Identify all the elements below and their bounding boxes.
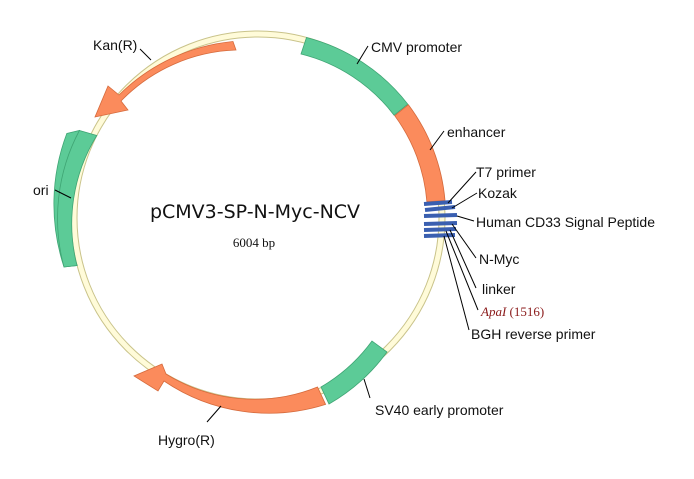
leader-ori bbox=[54, 189, 72, 199]
feature-mark-myc bbox=[423, 221, 458, 226]
plasmid-name: pCMV3-SP-N-Myc-NCV bbox=[150, 201, 360, 223]
leader-kozak bbox=[451, 192, 478, 209]
leader-hygro bbox=[206, 405, 222, 423]
feature-mark-bgh bbox=[423, 233, 456, 238]
leader-sv40 bbox=[363, 378, 371, 399]
label-ori: ori bbox=[33, 182, 49, 198]
leader-lines bbox=[54, 45, 479, 423]
feature-cluster bbox=[423, 200, 458, 238]
plasmid-size: 6004 bp bbox=[233, 235, 275, 250]
site-position: (1516) bbox=[510, 304, 545, 319]
feature-kan bbox=[94, 41, 237, 118]
label-cmv-promoter: CMV promoter bbox=[371, 39, 462, 55]
leader-enhancer bbox=[429, 130, 445, 151]
leader-sp bbox=[456, 215, 475, 222]
label-linker: linker bbox=[482, 281, 516, 297]
feature-hygro bbox=[133, 363, 327, 414]
label-hygro: Hygro(R) bbox=[158, 432, 215, 448]
feature-mark-kozak bbox=[424, 205, 456, 212]
feature-mark-sp bbox=[423, 213, 458, 218]
feature-mark-t7 bbox=[423, 200, 453, 206]
label-signal-peptide: Human CD33 Signal Peptide bbox=[476, 214, 655, 230]
site-name: ApaI bbox=[480, 304, 507, 319]
feature-cmv-promoter bbox=[300, 37, 409, 116]
feature-sv40-promoter bbox=[320, 340, 388, 405]
feature-mark-linker bbox=[423, 227, 457, 232]
label-n-myc: N-Myc bbox=[479, 251, 519, 267]
label-apai-site: ApaI (1516) bbox=[480, 304, 544, 319]
leader-t7 bbox=[447, 171, 477, 204]
feature-ori-inner bbox=[57, 130, 98, 268]
label-kozak: Kozak bbox=[478, 185, 518, 201]
leader-myc bbox=[451, 223, 477, 259]
label-sv40-promoter: SV40 early promoter bbox=[375, 402, 504, 418]
leader-apai bbox=[445, 230, 479, 311]
label-bgh-reverse-primer: BGH reverse primer bbox=[471, 326, 596, 342]
label-enhancer: enhancer bbox=[447, 124, 506, 140]
label-t7-primer: T7 primer bbox=[476, 164, 536, 180]
leader-linker bbox=[449, 229, 477, 289]
label-kan: Kan(R) bbox=[93, 37, 137, 53]
leader-cmv bbox=[356, 45, 369, 65]
leader-kan bbox=[139, 48, 152, 61]
leader-bgh bbox=[443, 235, 470, 331]
feature-enhancer bbox=[394, 104, 446, 203]
